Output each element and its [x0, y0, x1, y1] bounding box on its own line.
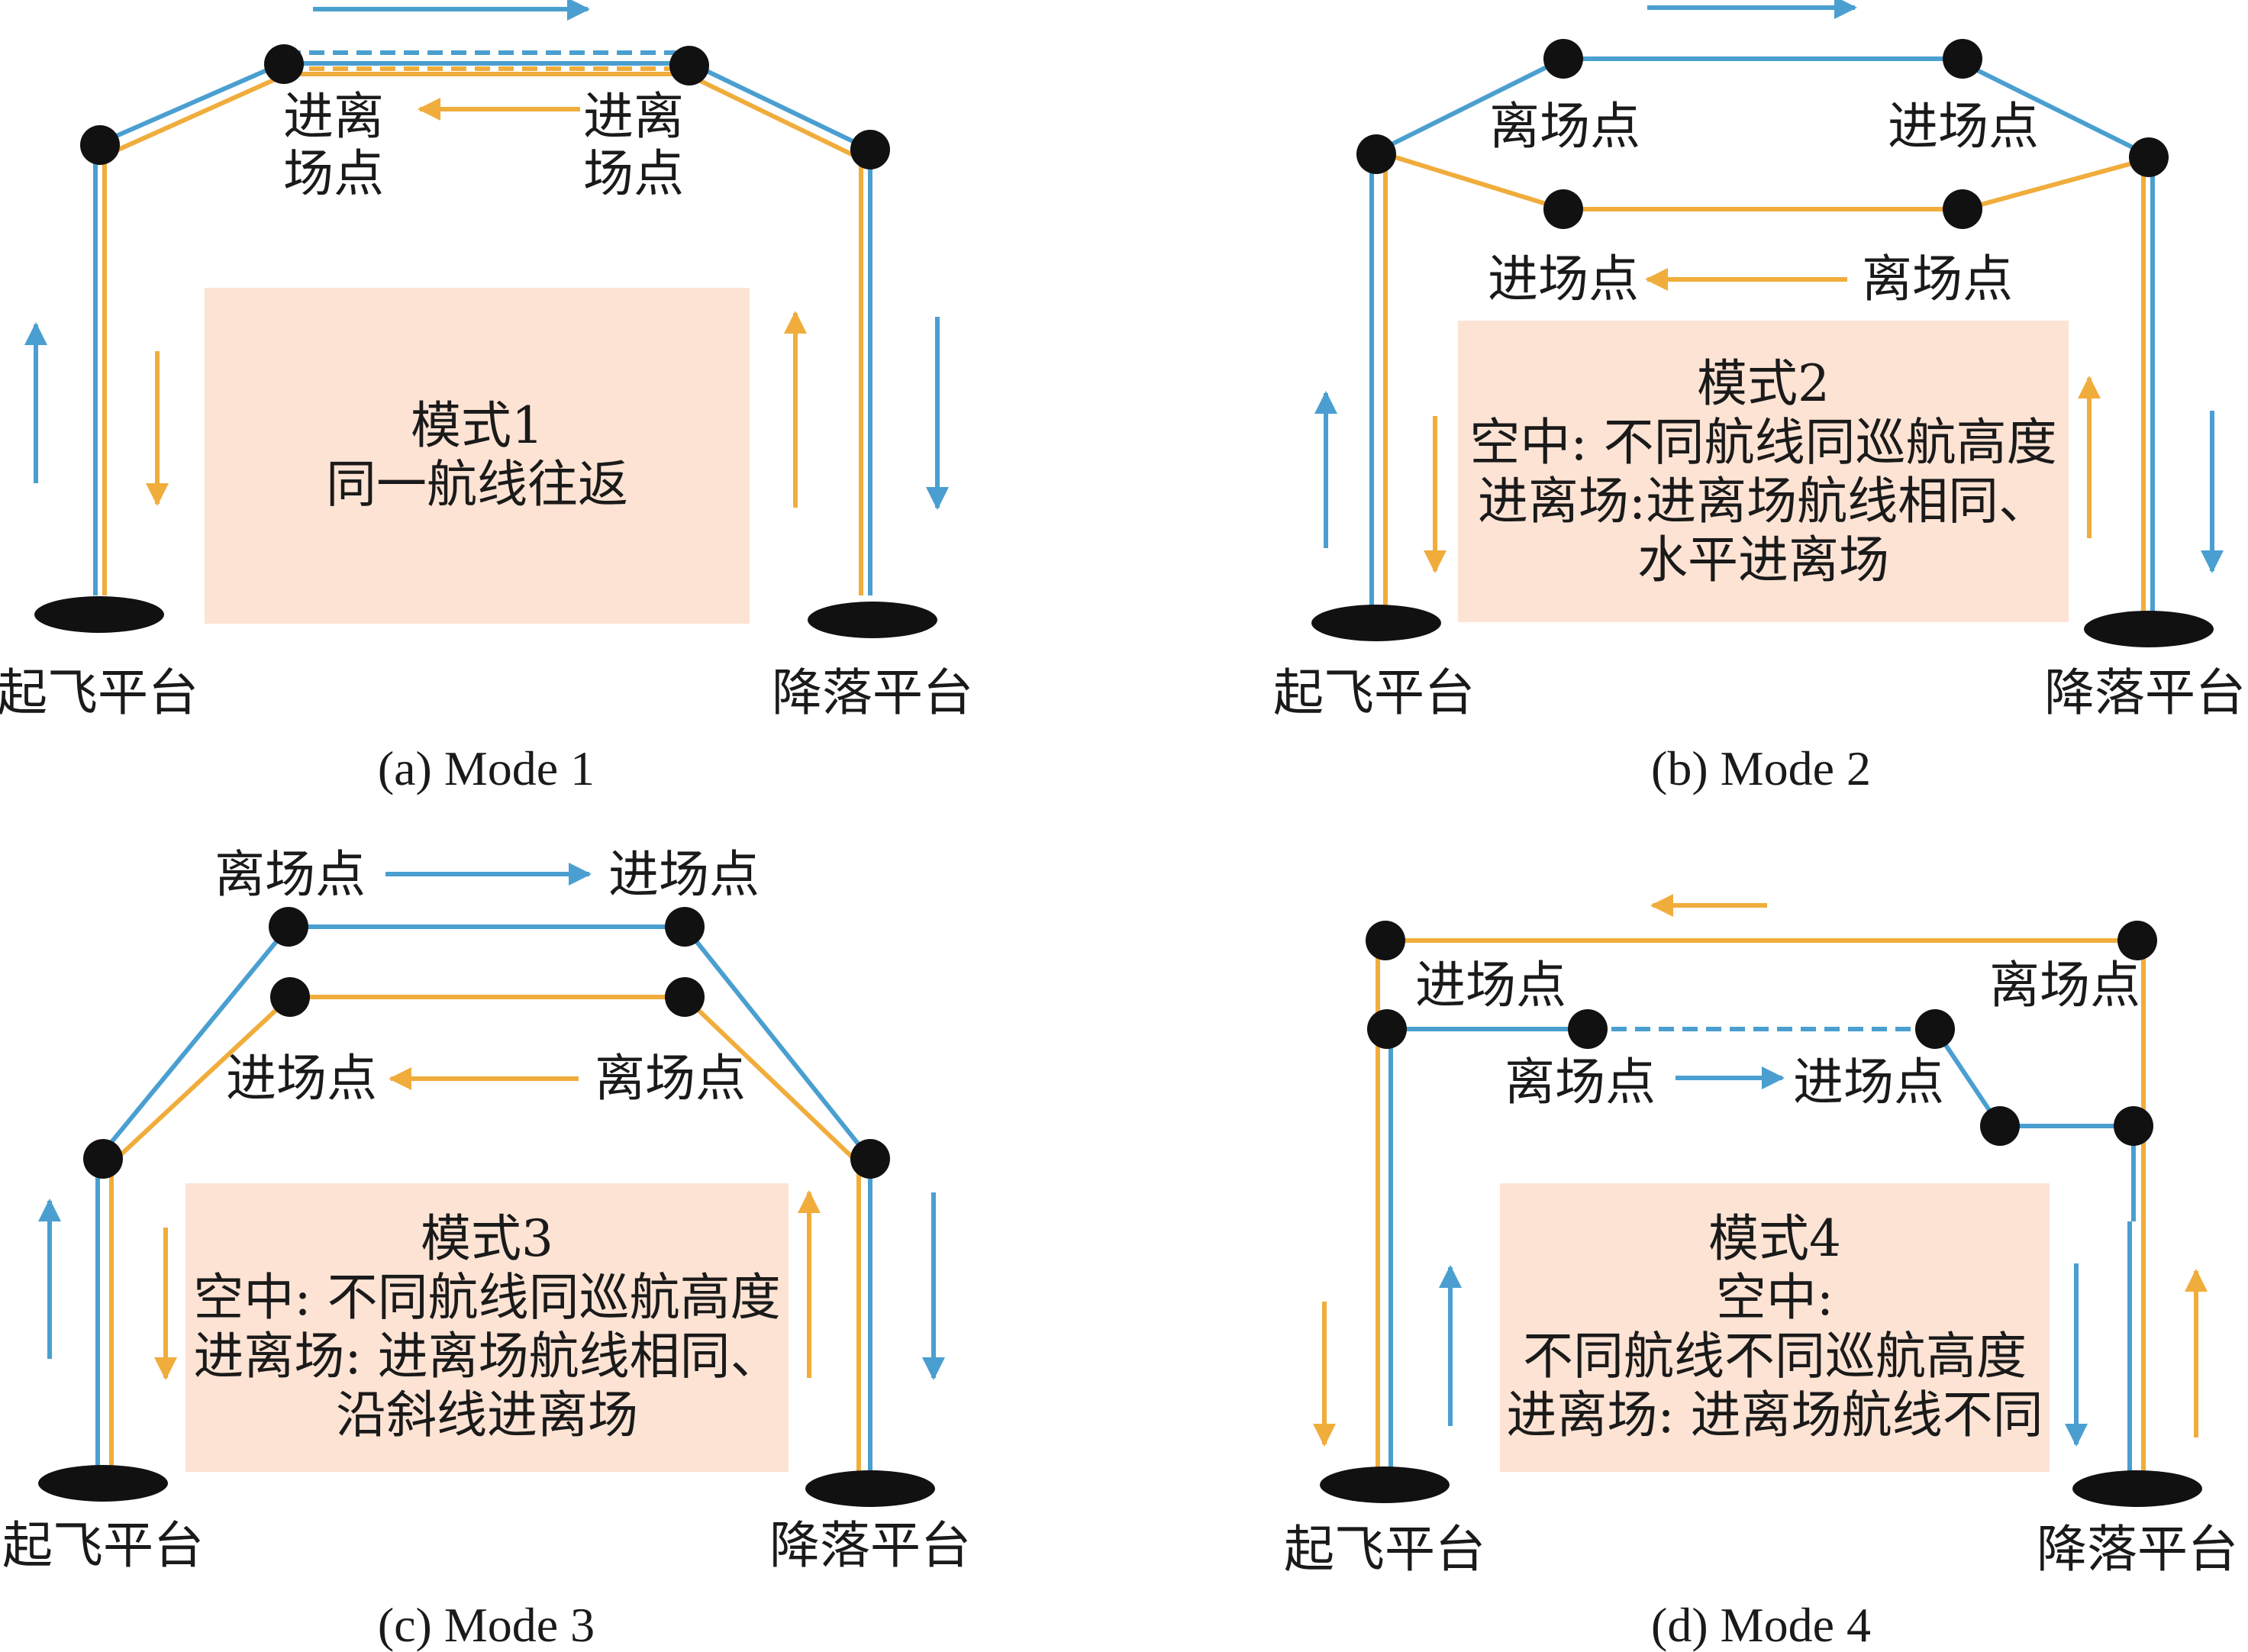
mode-2-box-line-4: 水平进离场	[1637, 531, 1889, 589]
mode-2-departure-node	[1943, 189, 1982, 229]
mode-4-landing-pad	[2072, 1470, 2202, 1507]
panel-mode-2: 模式2 空中: 不同航线同巡航高度 进离场:进离场航线相同、 水平进离场 离场点…	[1273, 0, 2246, 795]
mode-1-right-point-label-top: 进离	[583, 87, 684, 146]
mode-4-box-line-1: 模式4	[1708, 1209, 1841, 1268]
mode-3-takeoff-pad	[38, 1465, 168, 1502]
mode-4-caption: (d) Mode 4	[1651, 1598, 1871, 1652]
mode-4-top-left-label: 进场点	[1415, 956, 1566, 1015]
mode-3-departure-node	[665, 977, 705, 1017]
mode-3-top-left-label: 离场点	[214, 845, 366, 904]
mode-4-departure-node	[1568, 1009, 1608, 1049]
mode-4-takeoff-pad	[1320, 1466, 1450, 1503]
mode-3-caption: (c) Mode 3	[378, 1598, 595, 1652]
mode-4-landing-label: 降落平台	[2037, 1520, 2238, 1579]
mode-2-box-line-3: 进离场:进离场航线相同、	[1478, 472, 2049, 531]
mode-3-box-line-3: 进离场: 进离场航线相同、	[193, 1327, 780, 1386]
panel-mode-4: 模式4 空中: 不同航线不同巡航高度 进离场: 进离场航线不同 进场点 离场点 …	[1284, 894, 2238, 1652]
mode-4-arrival-node	[1915, 1009, 1955, 1049]
mode-1-description-box	[205, 288, 750, 624]
mode-2-box-line-1: 模式2	[1697, 354, 1830, 413]
mode-3-arrival-node	[270, 977, 310, 1017]
mode-1-landing-pad	[808, 602, 937, 638]
mode-2-top-left-label: 离场点	[1489, 97, 1640, 156]
mode-1-landing-label: 降落平台	[772, 663, 973, 722]
mode-3-waypoint-node	[850, 1139, 890, 1179]
mode-3-waypoint-node	[83, 1139, 123, 1179]
mode-2-takeoff-label: 起飞平台	[1273, 663, 1475, 722]
mode-2-description-box	[1458, 321, 2069, 622]
mode-2-caption: (b) Mode 2	[1651, 741, 1871, 795]
mode-4-waypoint-node	[1980, 1106, 2020, 1146]
mode-1-takeoff-label: 起飞平台	[0, 663, 198, 722]
mode-4-lower-right-label: 进场点	[1793, 1053, 1944, 1112]
mode-4-box-line-2: 空中:	[1716, 1268, 1834, 1327]
panel-mode-3: 模式3 空中: 不同航线同巡航高度 进离场: 进离场航线相同、 沿斜线进离场 离…	[2, 845, 971, 1652]
mode-1-arrival-node	[669, 46, 709, 86]
mode-1-takeoff-pad	[34, 596, 164, 633]
mode-3-lower-left-label: 进场点	[226, 1049, 377, 1108]
mode-4-takeoff-label: 起飞平台	[1284, 1520, 1485, 1579]
mode-1-left-point-label-bottom: 场点	[283, 144, 384, 203]
mode-4-lower-left-label: 离场点	[1505, 1053, 1656, 1112]
mode-4-waypoint-node	[2114, 1106, 2153, 1146]
mode-1-caption: (a) Mode 1	[378, 741, 595, 795]
mode-1-waypoint-node	[850, 130, 890, 169]
mode-1-blue-route	[93, 61, 872, 595]
mode-1-right-point-label-bottom: 场点	[583, 144, 684, 203]
mode-3-departure-node	[269, 907, 308, 947]
mode-3-landing-label: 降落平台	[769, 1516, 971, 1575]
mode-4-top-right-label: 离场点	[1989, 956, 2140, 1015]
mode-2-lower-right-label: 离场点	[1862, 250, 2013, 308]
mode-1-box-line-1: 模式1	[411, 396, 543, 455]
mode-2-top-right-label: 进场点	[1888, 97, 2039, 156]
mode-2-arrival-node	[1543, 189, 1583, 229]
mode-1-left-point-label-top: 进离	[283, 87, 384, 146]
mode-2-takeoff-pad	[1311, 605, 1441, 641]
mode-3-lower-right-label: 离场点	[595, 1049, 746, 1108]
mode-3-box-line-4: 沿斜线进离场	[336, 1386, 638, 1444]
mode-4-description-box	[1500, 1183, 2050, 1472]
mode-1-waypoint-node	[80, 125, 120, 165]
mode-2-landing-pad	[2084, 611, 2214, 647]
mode-3-takeoff-label: 起飞平台	[2, 1516, 204, 1575]
mode-2-waypoint-node	[2129, 137, 2169, 177]
mode-1-orange-route	[102, 72, 863, 595]
mode-4-box-line-4: 进离场: 进离场航线不同	[1506, 1386, 2043, 1444]
panel-mode-1: 模式1 同一航线往返 进离 场点 进离 场点 起飞平台 降落平台 (a) Mod…	[0, 0, 973, 795]
mode-2-landing-label: 降落平台	[2044, 663, 2246, 722]
mode-4-waypoint-node	[1367, 1009, 1407, 1049]
mode-3-top-right-label: 进场点	[608, 845, 760, 904]
mode-4-arrival-node	[1366, 921, 1405, 960]
mode-1-departure-node	[264, 44, 304, 84]
mode-1-box-line-2: 同一航线往返	[326, 455, 628, 514]
mode-3-box-line-2: 空中: 不同航线同巡航高度	[193, 1268, 780, 1327]
mode-3-landing-pad	[805, 1470, 935, 1507]
mode-2-arrival-node	[1943, 39, 1982, 79]
mode-2-waypoint-node	[1356, 134, 1396, 174]
mode-4-departure-node	[2117, 921, 2157, 960]
mode-3-description-box	[185, 1183, 789, 1472]
mode-2-departure-node	[1543, 39, 1583, 79]
mode-4-box-line-3: 不同航线不同巡航高度	[1523, 1327, 2027, 1386]
mode-2-lower-left-label: 进场点	[1488, 250, 1639, 308]
mode-2-box-line-2: 空中: 不同航线同巡航高度	[1469, 413, 2056, 472]
mode-3-arrival-node	[665, 907, 705, 947]
mode-4-blue-route-descent	[1933, 1028, 2136, 1221]
mode-3-box-line-1: 模式3	[421, 1209, 553, 1268]
